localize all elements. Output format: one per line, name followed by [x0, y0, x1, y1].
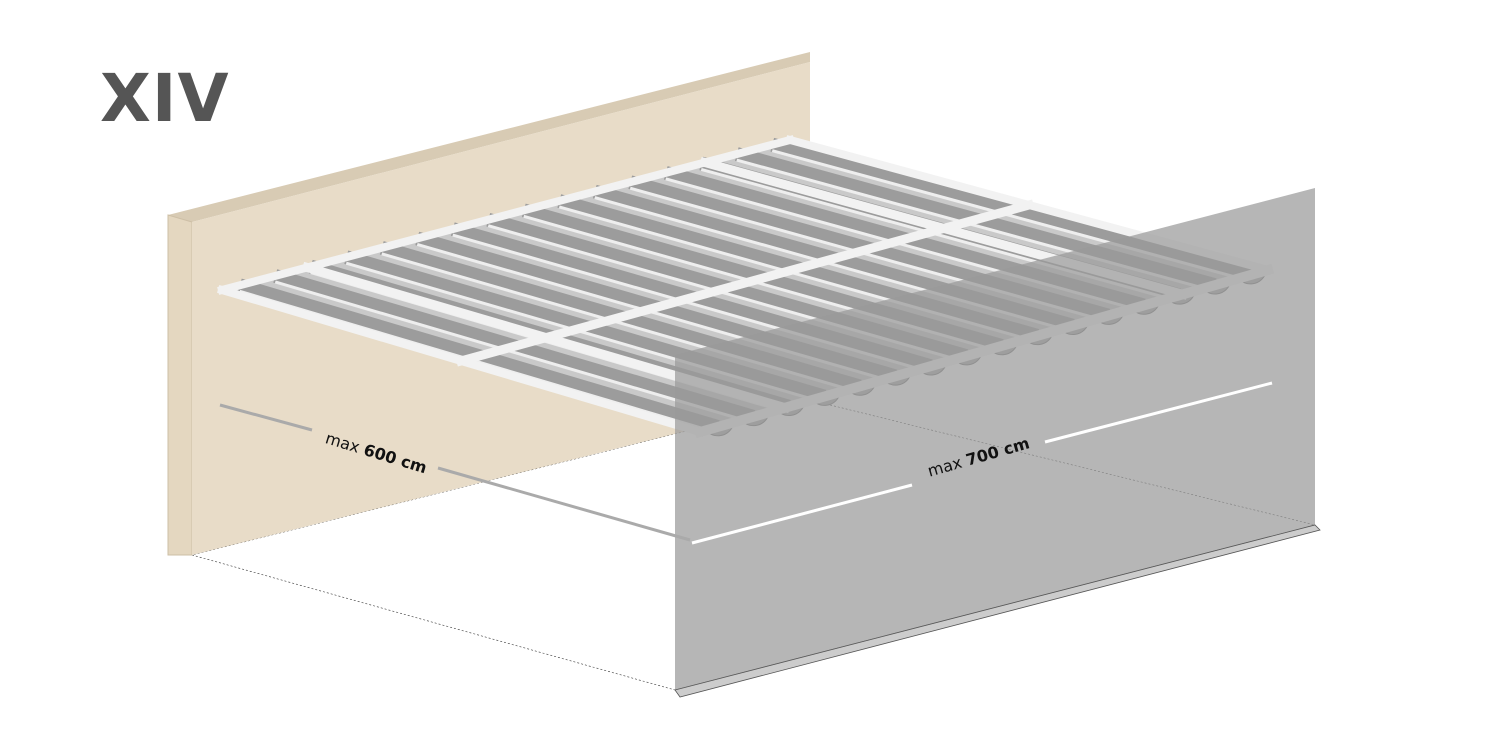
model-title: XIV [100, 60, 230, 137]
slat-rail [274, 280, 754, 425]
wall-top [168, 52, 810, 222]
dimension-line-600 [219, 403, 313, 432]
floor-rail [674, 524, 1321, 698]
frame-center-beam [455, 199, 1035, 367]
shade-side-panel [675, 188, 1315, 690]
wall-side [167, 214, 193, 556]
dimension-line-700 [1044, 381, 1273, 444]
dimension-line-600 [437, 466, 691, 542]
dimension-line-700 [691, 483, 913, 545]
frame-beam-back [217, 135, 795, 295]
